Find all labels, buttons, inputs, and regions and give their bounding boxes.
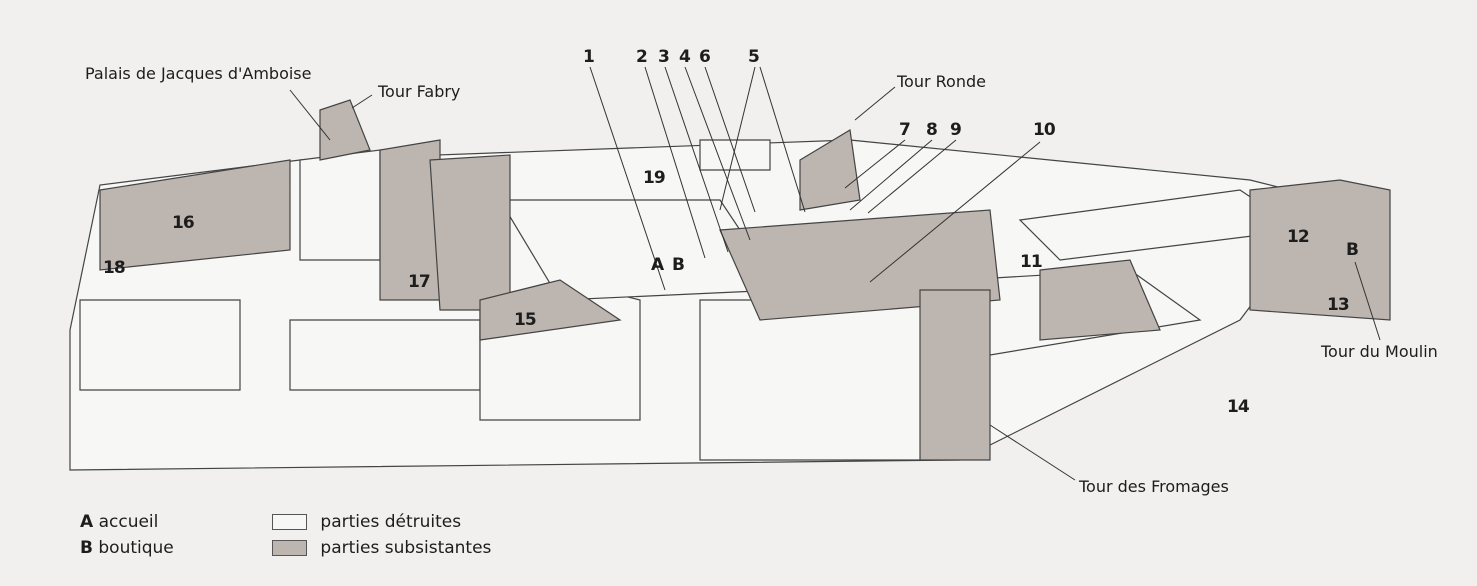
number-13: 13 — [1327, 295, 1350, 315]
destroyed-buildings — [79, 299, 241, 391]
number-10: 10 — [1033, 120, 1056, 140]
legend-letter-a: A — [80, 512, 94, 532]
number-18: 18 — [103, 258, 126, 278]
legend-text-surviving: parties subsistantes — [320, 538, 492, 558]
number-19: 19 — [643, 168, 666, 188]
legend-text-boutique: boutique — [98, 538, 174, 558]
surviving-buildings — [99, 159, 291, 271]
number-8: 8 — [926, 120, 938, 140]
legend-text-accueil: accueil — [98, 512, 159, 532]
number-2: 2 — [636, 47, 648, 67]
legend-item-surviving: parties subsistantes — [272, 538, 491, 558]
legend-item-accueil: A accueil — [80, 512, 158, 532]
number-15: 15 — [514, 310, 537, 330]
legend-swatch-destroyed — [272, 514, 307, 530]
legend-text-destroyed: parties détruites — [320, 512, 462, 532]
marker-b-boutique: B — [672, 255, 685, 275]
number-7: 7 — [899, 120, 911, 140]
number-12: 12 — [1287, 227, 1310, 247]
label-tour-ronde: Tour Ronde — [897, 72, 986, 91]
marker-b-boutique-2: B — [1346, 240, 1359, 260]
label-tour-du-moulin: Tour du Moulin — [1321, 342, 1438, 361]
legend-letter-b: B — [80, 538, 93, 558]
legend-item-boutique: B boutique — [80, 538, 174, 558]
marker-a-accueil: A — [651, 255, 664, 275]
number-9: 9 — [950, 120, 962, 140]
number-4: 4 — [679, 47, 691, 67]
number-14: 14 — [1227, 397, 1250, 417]
number-17: 17 — [408, 272, 431, 292]
label-tour-des-fromages: Tour des Fromages — [1079, 477, 1229, 496]
number-6: 6 — [699, 47, 711, 67]
number-11: 11 — [1020, 252, 1043, 272]
legend-item-destroyed: parties détruites — [272, 512, 461, 532]
label-tour-fabry: Tour Fabry — [378, 82, 461, 101]
number-3: 3 — [658, 47, 670, 67]
label-palais-jacques-amboise: Palais de Jacques d'Amboise — [85, 64, 312, 83]
legend-swatch-surviving — [272, 540, 307, 556]
number-16: 16 — [172, 213, 195, 233]
number-1: 1 — [583, 47, 595, 67]
number-5: 5 — [748, 47, 760, 67]
